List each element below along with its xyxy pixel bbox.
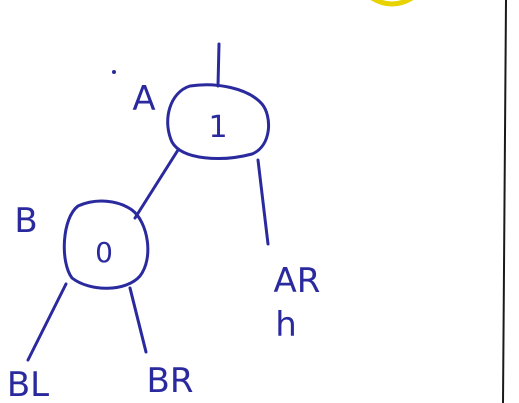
node-b-balance: 0 xyxy=(95,236,113,269)
edge-a-to-ar xyxy=(256,158,270,246)
node-a-outline xyxy=(166,83,271,160)
edge-parent-to-a xyxy=(216,42,221,88)
paper-edge xyxy=(502,0,507,403)
node-a-balance: 1 xyxy=(208,110,227,145)
highlighter-mark xyxy=(370,0,414,7)
node-a-name: A xyxy=(132,79,155,119)
subtree-br-label: BR xyxy=(147,361,194,401)
edge-a-to-b xyxy=(133,148,180,220)
subtree-bl-label: BL xyxy=(7,365,49,403)
ink-dot xyxy=(112,70,116,74)
edge-b-to-br xyxy=(128,286,148,354)
subtree-ar-height: h xyxy=(275,305,297,345)
node-b-outline xyxy=(62,199,150,290)
subtree-ar-label: AR xyxy=(274,261,321,301)
edge-b-to-bl xyxy=(26,282,68,362)
node-b: 0 xyxy=(62,199,150,290)
node-b-name: B xyxy=(14,201,37,241)
node-a: 1 xyxy=(166,83,271,160)
